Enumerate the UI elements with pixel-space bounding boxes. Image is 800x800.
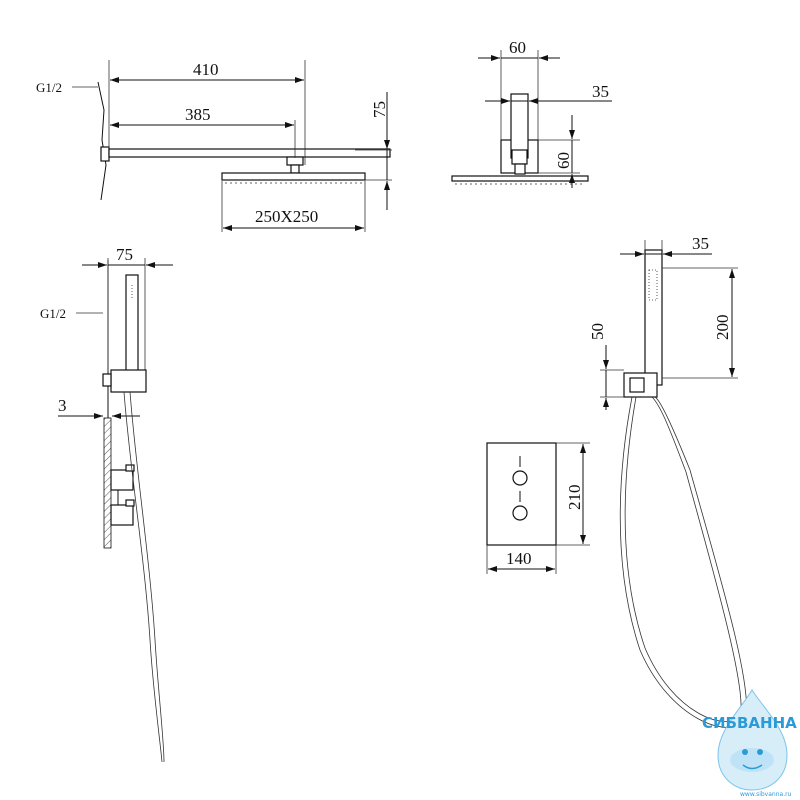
dim-385-label: 385 — [185, 105, 211, 124]
head-connector — [286, 156, 304, 166]
logo-url: www.sibvanna.ru — [740, 791, 792, 798]
dim-140-label: 140 — [506, 549, 532, 568]
side-hose — [123, 391, 163, 763]
water-drop-icon — [717, 689, 788, 791]
dim-200-label: 200 — [713, 315, 732, 341]
logo-name: СИБВАННА — [702, 714, 797, 732]
dim-410-label: 410 — [193, 60, 219, 79]
dim-210-label: 210 — [565, 485, 584, 511]
dim-60-height-label: 60 — [554, 152, 573, 169]
front-hose — [619, 396, 747, 728]
wall-line — [97, 81, 107, 201]
side-valve-top — [110, 469, 134, 491]
dim-35-handshower-label: 35 — [692, 234, 709, 253]
valve-plate — [486, 442, 557, 546]
thread-label-side: G1/2 — [40, 306, 66, 321]
thread-label-top: G1/2 — [36, 80, 62, 95]
dim-75-label: 75 — [370, 101, 389, 118]
wall-unit-side-view: 75 G1/2 3 — [40, 245, 173, 763]
dim-250-label: 250X250 — [255, 207, 318, 226]
front-handshower — [644, 249, 663, 386]
wall-section — [103, 417, 112, 549]
dim-60-width-label: 60 — [509, 38, 526, 57]
side-holder — [110, 369, 147, 393]
handshower-front-view: 35 200 50 — [588, 234, 747, 728]
side-handshower — [125, 274, 139, 375]
front-shower-head — [451, 175, 589, 182]
dim-50-label: 50 — [588, 323, 607, 340]
overhead-shower-front-view: 60 35 60 — [451, 38, 612, 188]
valve-top-knob — [512, 470, 528, 486]
dim-35-arm-label: 35 — [592, 82, 609, 101]
shower-head — [221, 172, 366, 181]
overhead-shower-side-view: G1/2 410 385 75 250X250 — [36, 60, 392, 232]
valve-bottom-knob — [512, 505, 528, 521]
wall-flange — [100, 146, 110, 162]
dim-3-label: 3 — [58, 396, 67, 415]
dim-75-holder-label: 75 — [116, 245, 133, 264]
valve-plate-view: 210 140 — [486, 442, 590, 574]
watermark-logo: СИБВАННА www.sibvanna.ru — [702, 689, 797, 798]
side-valve-bottom — [110, 504, 134, 526]
shower-arm — [108, 148, 391, 158]
